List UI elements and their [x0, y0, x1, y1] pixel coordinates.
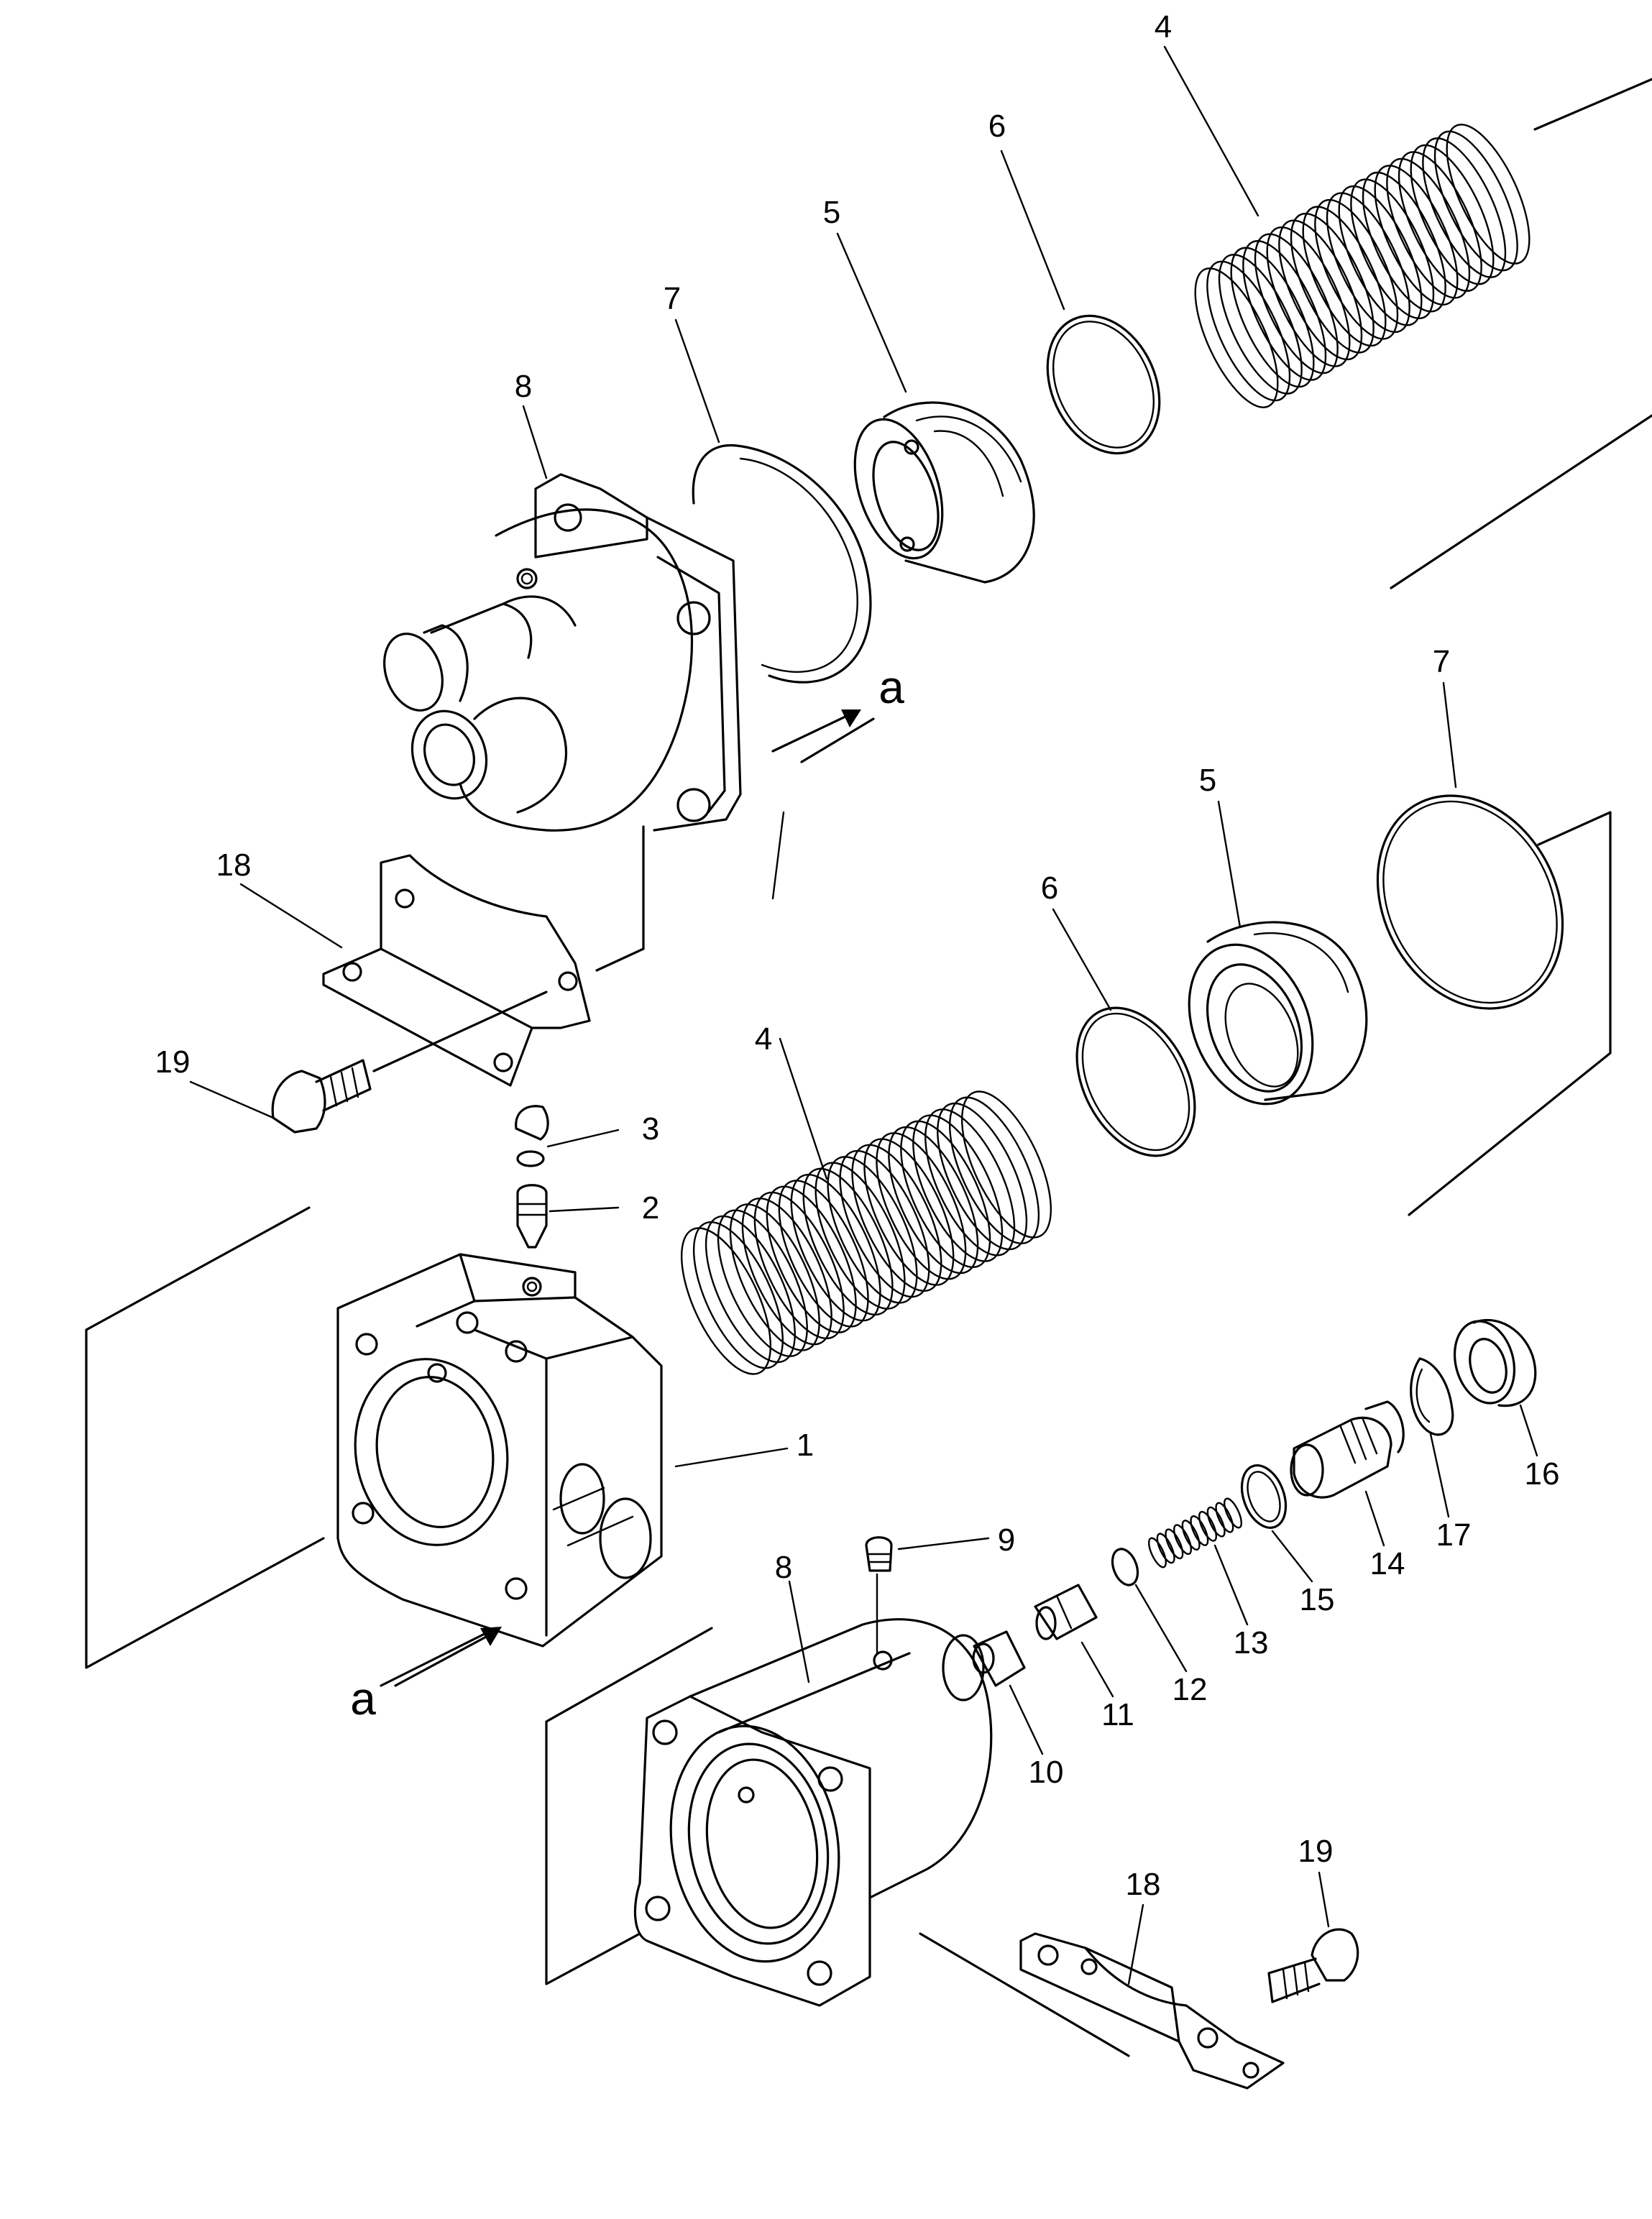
- leader-lines: [189, 45, 1538, 1985]
- callout-19-top: 19: [155, 1044, 191, 1080]
- callout-5-top: 5: [823, 195, 840, 230]
- reference-letter-a-bottom: a: [350, 1673, 376, 1724]
- callout-2: 2: [642, 1190, 659, 1226]
- reference-letter-a-top: a: [878, 661, 904, 713]
- callout-11: 11: [1101, 1697, 1134, 1732]
- callout-8-top: 8: [515, 369, 532, 404]
- part-19-bolt-top: [271, 1059, 372, 1134]
- part-6-ring-middle: [1075, 1006, 1196, 1157]
- part-18-bracket-top: [322, 854, 591, 1087]
- part-14-adjusting-screw: [1290, 1400, 1405, 1499]
- part-8-housing-top: [383, 473, 742, 832]
- callout-labels: 4 6 5 7 8 18 19 3 2 1 4 7 5 6 9 8 10 11 …: [155, 9, 1560, 1902]
- part-18-bracket-bottom: [1019, 1932, 1285, 2090]
- part-7-snap-ring-top: [692, 444, 872, 684]
- reference-arrow-a-top: a: [771, 661, 904, 753]
- part-6-ring-top: [1046, 314, 1161, 455]
- part-4-bellows-middle: [680, 1090, 1052, 1375]
- callout-8-bot: 8: [775, 1550, 792, 1585]
- callout-10: 10: [1029, 1755, 1064, 1790]
- callout-12: 12: [1173, 1672, 1208, 1707]
- callout-1: 1: [797, 1428, 814, 1463]
- callout-4-top: 4: [1155, 9, 1172, 45]
- callout-5-mid: 5: [1199, 763, 1216, 798]
- callout-4-mid: 4: [755, 1021, 772, 1057]
- part-4-bellows-top: [1194, 124, 1531, 408]
- callout-14: 14: [1370, 1546, 1405, 1581]
- part-3-cap: [515, 1105, 549, 1167]
- callout-9: 9: [998, 1522, 1015, 1558]
- callout-13: 13: [1234, 1625, 1269, 1660]
- callout-3: 3: [642, 1111, 659, 1147]
- part-17-snap-ring: [1410, 1357, 1454, 1436]
- part-13-spring: [1148, 1497, 1242, 1568]
- callout-19-bot: 19: [1298, 1834, 1334, 1869]
- callout-18-top: 18: [216, 847, 252, 883]
- part-15-o-ring: [1240, 1464, 1288, 1529]
- callout-7-top: 7: [664, 281, 681, 316]
- part-2-grease-fitting: [516, 1184, 548, 1249]
- reference-arrow-a-bottom: a: [350, 1627, 502, 1724]
- part-5-sleeve-middle: [1188, 921, 1368, 1106]
- callout-6-top: 6: [988, 109, 1006, 144]
- callout-7-mid: 7: [1433, 644, 1450, 679]
- part-1-body: [336, 1253, 663, 1648]
- assembly-frame-lines: [85, 78, 1652, 2057]
- callout-18-bot: 18: [1126, 1867, 1161, 1902]
- callout-16: 16: [1525, 1456, 1560, 1492]
- part-5-sleeve-top: [853, 401, 1035, 584]
- part-16-cap: [1453, 1318, 1537, 1407]
- part-11-poppet: [1034, 1584, 1098, 1640]
- part-7-o-ring-middle: [1376, 794, 1564, 1010]
- callout-6-mid: 6: [1041, 870, 1058, 906]
- part-19-bolt-bottom: [1267, 1928, 1359, 2003]
- part-10-piston: [972, 1630, 1026, 1687]
- part-9-plug: [865, 1536, 893, 1572]
- part-8-housing-bottom: [633, 1618, 993, 2007]
- callout-17: 17: [1436, 1517, 1472, 1553]
- callout-15: 15: [1300, 1582, 1335, 1617]
- part-12-o-ring: [1111, 1548, 1139, 1586]
